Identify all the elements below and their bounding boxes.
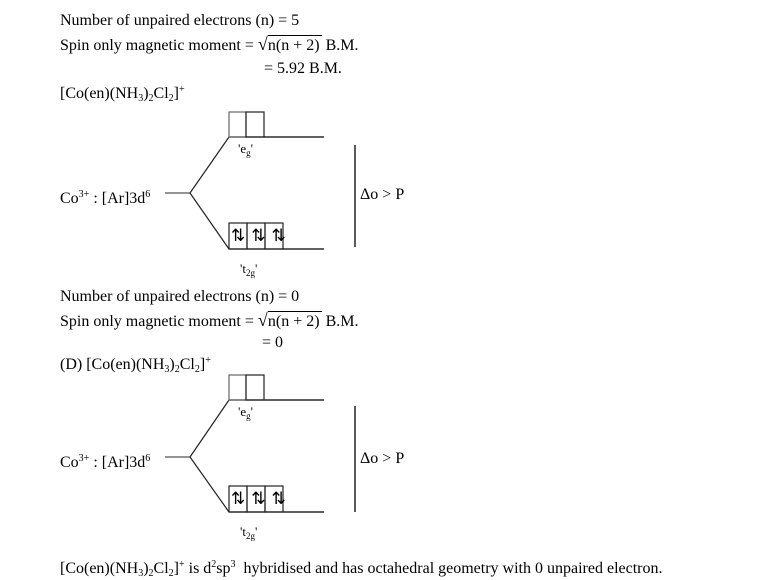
t2g-sub: 2g [245,268,255,278]
conclusion-is: is d [184,560,212,577]
formula-sub: 3 [138,93,144,104]
unpaired-value: 0 [291,288,300,305]
unpaired-value: 5 [291,12,300,29]
formula-part: Cl [179,356,195,373]
formula-part: ] [199,356,206,373]
electron-pair-icon: ⇅ [271,226,292,245]
sqrt-formula: n(n + 2) [267,311,322,330]
eg-orbital-box [245,374,265,401]
radical-sign-icon: √ [257,310,268,330]
eg-orbital-box [228,374,247,401]
spin-moment-result-2: = 0 [262,334,284,351]
t2g-electrons: ⇅⇅⇅ [231,227,292,244]
formula-part: ) [143,85,149,102]
sqrt-expression: √n(n + 2) [257,34,322,54]
formula-part: [Co(en)(NH [60,560,139,577]
formula-part: ] [173,85,179,102]
formula-part: ) [143,560,149,577]
d-superscript: 2 [211,559,217,570]
formula-part: Cl [153,560,169,577]
eg-orbital-box [245,111,265,138]
formula-part: Cl [153,85,169,102]
t2g-sub: 2g [245,531,255,541]
eg-sub: g [246,411,251,421]
electron-pair-icon: ⇅ [251,226,272,245]
electron-pair-icon: ⇅ [271,489,292,508]
electron-config: : [Ar]3d [89,190,146,207]
eg-label-1: 'eg' [238,141,253,158]
sqrt-expression: √n(n + 2) [257,310,322,330]
spin-moment-line-2: Spin only magnetic moment = √n(n + 2) B.… [60,310,359,330]
unit: B.M. [321,37,359,54]
split-line-down [189,456,230,513]
unpaired-electrons-line-2: Number of unpaired electrons (n) = 0 [60,289,299,305]
eg-sub: g [246,148,251,158]
unpaired-label: Number of unpaired electrons (n) = [60,12,292,29]
t2g-label-1: 't2g' [240,261,258,278]
formula-sub: 3 [164,364,170,375]
spin-label: Spin only magnetic moment = [60,313,258,330]
delta-relation-1: Δo > P [360,186,405,203]
ion-config-2: Co3+ : [Ar]3d6 [60,453,151,471]
complex-prefix: (D) [60,356,87,373]
formula-sub: 2 [194,364,200,375]
formula-sub: 2 [148,93,154,104]
spin-moment-line-1: Spin only magnetic moment = √n(n + 2) B.… [60,34,359,54]
electron-pair-icon: ⇅ [231,489,252,508]
formula-part: ) [169,356,175,373]
ion-charge: 3+ [78,189,90,200]
split-line-up [189,136,230,194]
complex-formula-1: [Co(en)(NH3)2Cl2]+ [60,84,185,104]
formula-sub: 2 [168,93,174,104]
ion-symbol: Co [60,454,79,471]
delta-relation-2: Δo > P [360,450,405,467]
conclusion-rest: hybridised and has octahedral geometry w… [235,560,663,577]
split-line-down [189,192,230,250]
formula-sup: + [205,355,211,366]
sqrt-formula: n(n + 2) [267,35,322,54]
t2g-orbital-box [264,222,284,250]
spin-moment-result-1: = 5.92 B.M. [264,60,342,77]
t2g-text: 't [240,524,246,539]
electron-config: : [Ar]3d [89,454,146,471]
spin-label: Spin only magnetic moment = [60,37,258,54]
ion-config-1: Co3+ : [Ar]3d6 [60,189,151,207]
conclusion-sentence: [Co(en)(NH3)2Cl2]+ is d2sp3 hybridised a… [60,559,663,579]
t2g-orbital-box [264,485,284,513]
t2g-label-2: 't2g' [240,524,258,541]
formula-part: [Co(en)(NH [60,85,139,102]
eg-text: 'e [238,141,247,156]
formula-sup: + [178,559,185,570]
formula-part: ] [173,560,179,577]
electron-pair-icon: ⇅ [251,489,272,508]
config-superscript: 6 [145,189,151,200]
radical-sign-icon: √ [257,34,268,54]
ion-symbol: Co [60,190,79,207]
t2g-text: 't [240,261,246,276]
formula-sub: 3 [138,568,144,579]
config-superscript: 6 [145,453,151,464]
formula-sup: + [178,84,185,95]
formula-sub: 2 [168,568,174,579]
unpaired-electrons-line-1: Number of unpaired electrons (n) = 5 [60,13,299,29]
split-line-up [189,399,230,458]
sp-text: sp [216,560,231,577]
unpaired-label: Number of unpaired electrons (n) = [60,288,292,305]
formula-sub: 2 [174,364,180,375]
electron-pair-icon: ⇅ [231,226,252,245]
formula-part: [Co(en)(NH [86,356,165,373]
eg-text: 'e [238,404,247,419]
eg-label-2: 'eg' [238,404,253,421]
sp-superscript: 3 [230,559,236,570]
formula-sub: 2 [148,568,154,579]
ion-charge: 3+ [78,453,90,464]
t2g-electrons: ⇅⇅⇅ [231,490,292,507]
unit: B.M. [321,313,359,330]
complex-formula-2: (D) [Co(en)(NH3)2Cl2]+ [60,355,211,375]
